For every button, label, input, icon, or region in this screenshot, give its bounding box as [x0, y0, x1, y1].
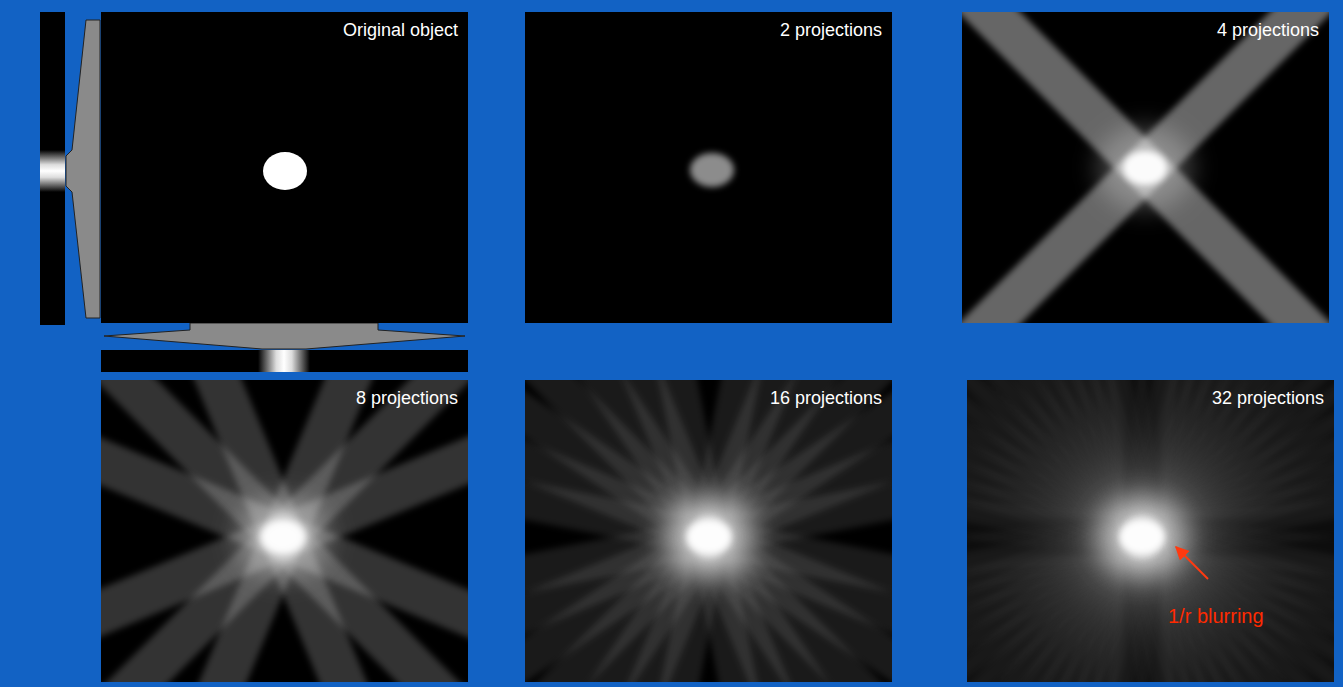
panel-title: Original object [343, 20, 458, 41]
panel-title: 2 projections [780, 20, 882, 41]
panel-title: 32 projections [1212, 388, 1324, 409]
backprojection-image [101, 12, 468, 323]
backprojection-image [967, 380, 1334, 682]
image-panel: 4 projections [962, 12, 1329, 323]
image-panel: 32 projections [967, 380, 1334, 682]
projection-strip [40, 12, 65, 325]
projection-strip [101, 350, 468, 372]
panel-title: 8 projections [356, 388, 458, 409]
image-panel: 16 projections [525, 380, 892, 682]
backprojection-image [962, 12, 1329, 323]
projection-profile [258, 350, 310, 372]
panel-title: 4 projections [1217, 20, 1319, 41]
image-panel: Original object [101, 12, 468, 323]
panel-title: 16 projections [770, 388, 882, 409]
backprojection-image [525, 12, 892, 323]
projection-arrow [104, 323, 465, 349]
projection-profile [40, 150, 65, 192]
callout-label: 1/r blurring [1168, 605, 1264, 628]
image-panel: 2 projections [525, 12, 892, 323]
projection-arrow [66, 20, 100, 318]
leader-arrow [1176, 547, 1208, 579]
image-panel: 8 projections [101, 380, 468, 682]
backprojection-image [525, 380, 892, 682]
backprojection-image [101, 380, 468, 682]
